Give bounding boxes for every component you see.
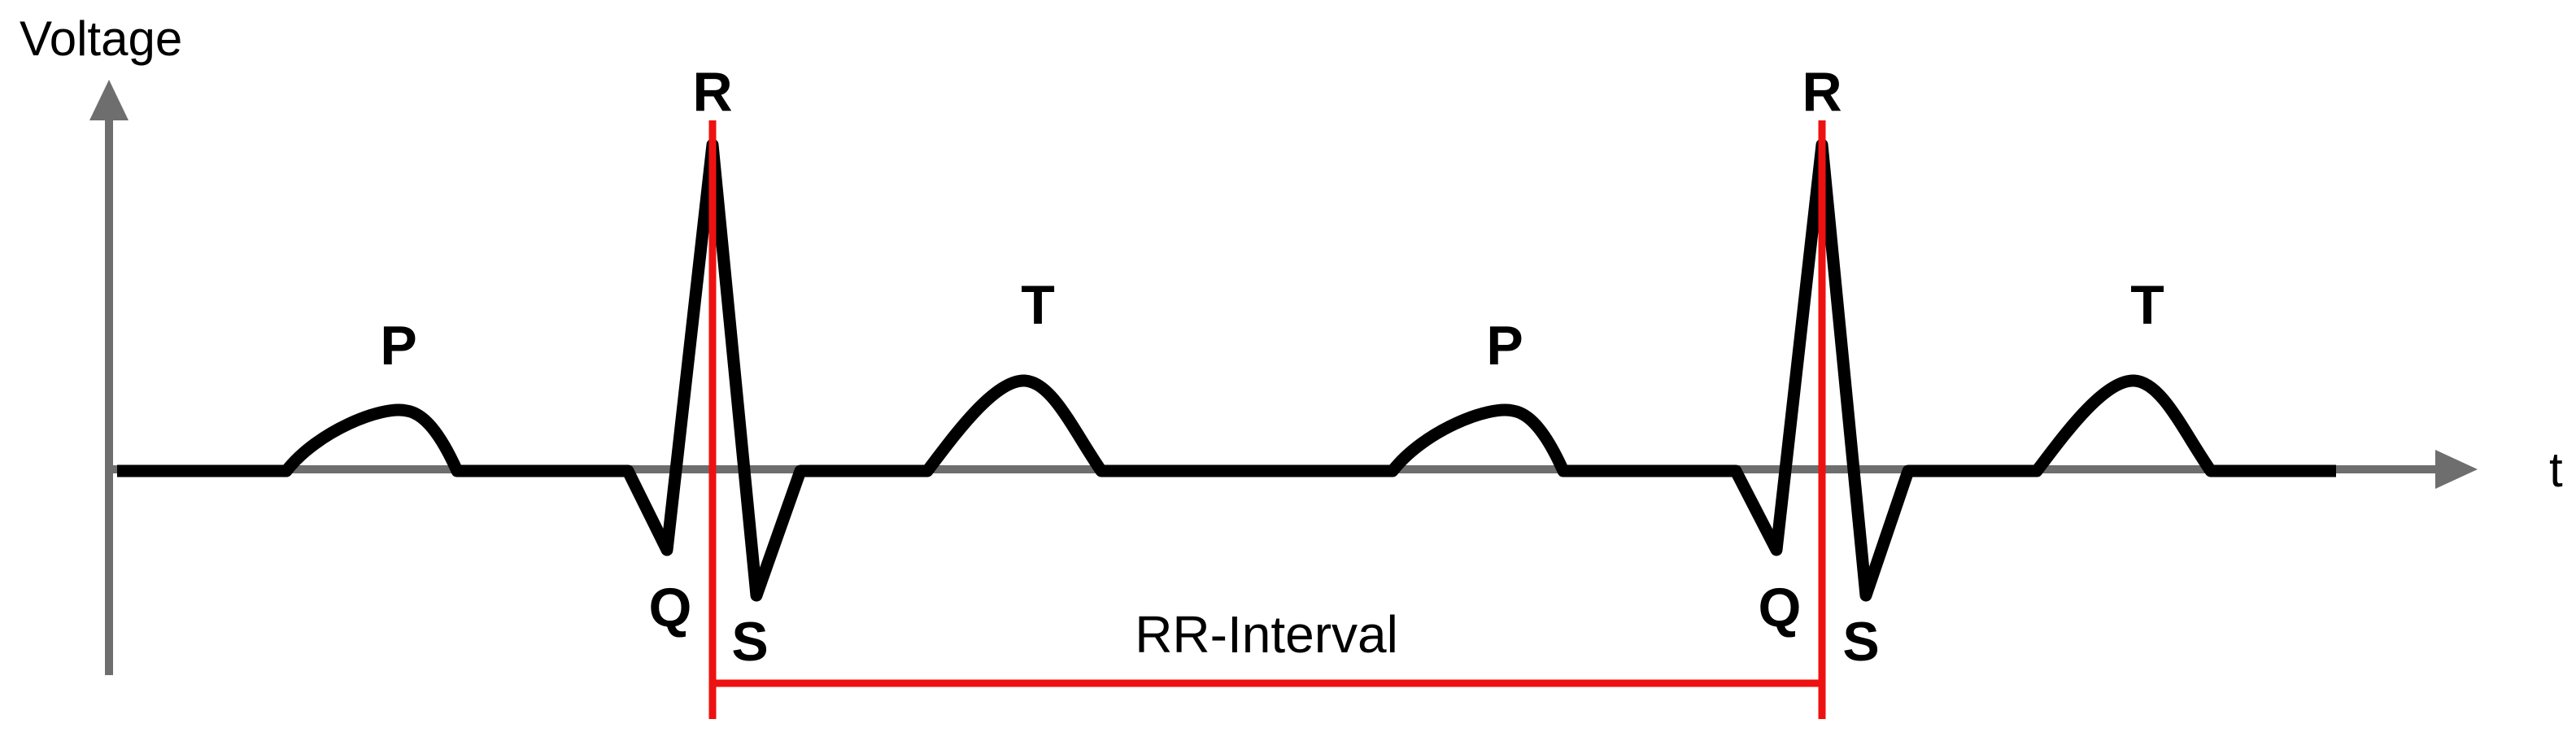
x-axis-label: t (2549, 442, 2563, 497)
y-axis-label: Voltage (20, 11, 182, 66)
t-wave-label: T (2130, 274, 2164, 336)
q-wave-label: Q (1759, 577, 1802, 639)
rr-interval-label: RR-Interval (1135, 605, 1398, 664)
x-axis-arrowhead (2435, 450, 2478, 489)
beat-1-labels: P Q R S T (380, 61, 1054, 673)
q-wave-label: Q (649, 577, 692, 639)
r-wave-label: R (1802, 61, 1842, 123)
ecg-waveform (117, 138, 2336, 602)
y-axis-arrowhead (89, 80, 129, 120)
rr-interval: RR-Interval (708, 120, 1826, 719)
p-wave-label: P (1486, 315, 1523, 377)
p-wave-label: P (380, 315, 416, 377)
s-wave-label: S (1842, 611, 1879, 673)
r-wave-label: R (692, 61, 732, 123)
t-wave-label: T (1021, 274, 1055, 336)
beat-2-labels: P Q R S T (1486, 61, 2164, 673)
s-wave-label: S (731, 611, 768, 673)
